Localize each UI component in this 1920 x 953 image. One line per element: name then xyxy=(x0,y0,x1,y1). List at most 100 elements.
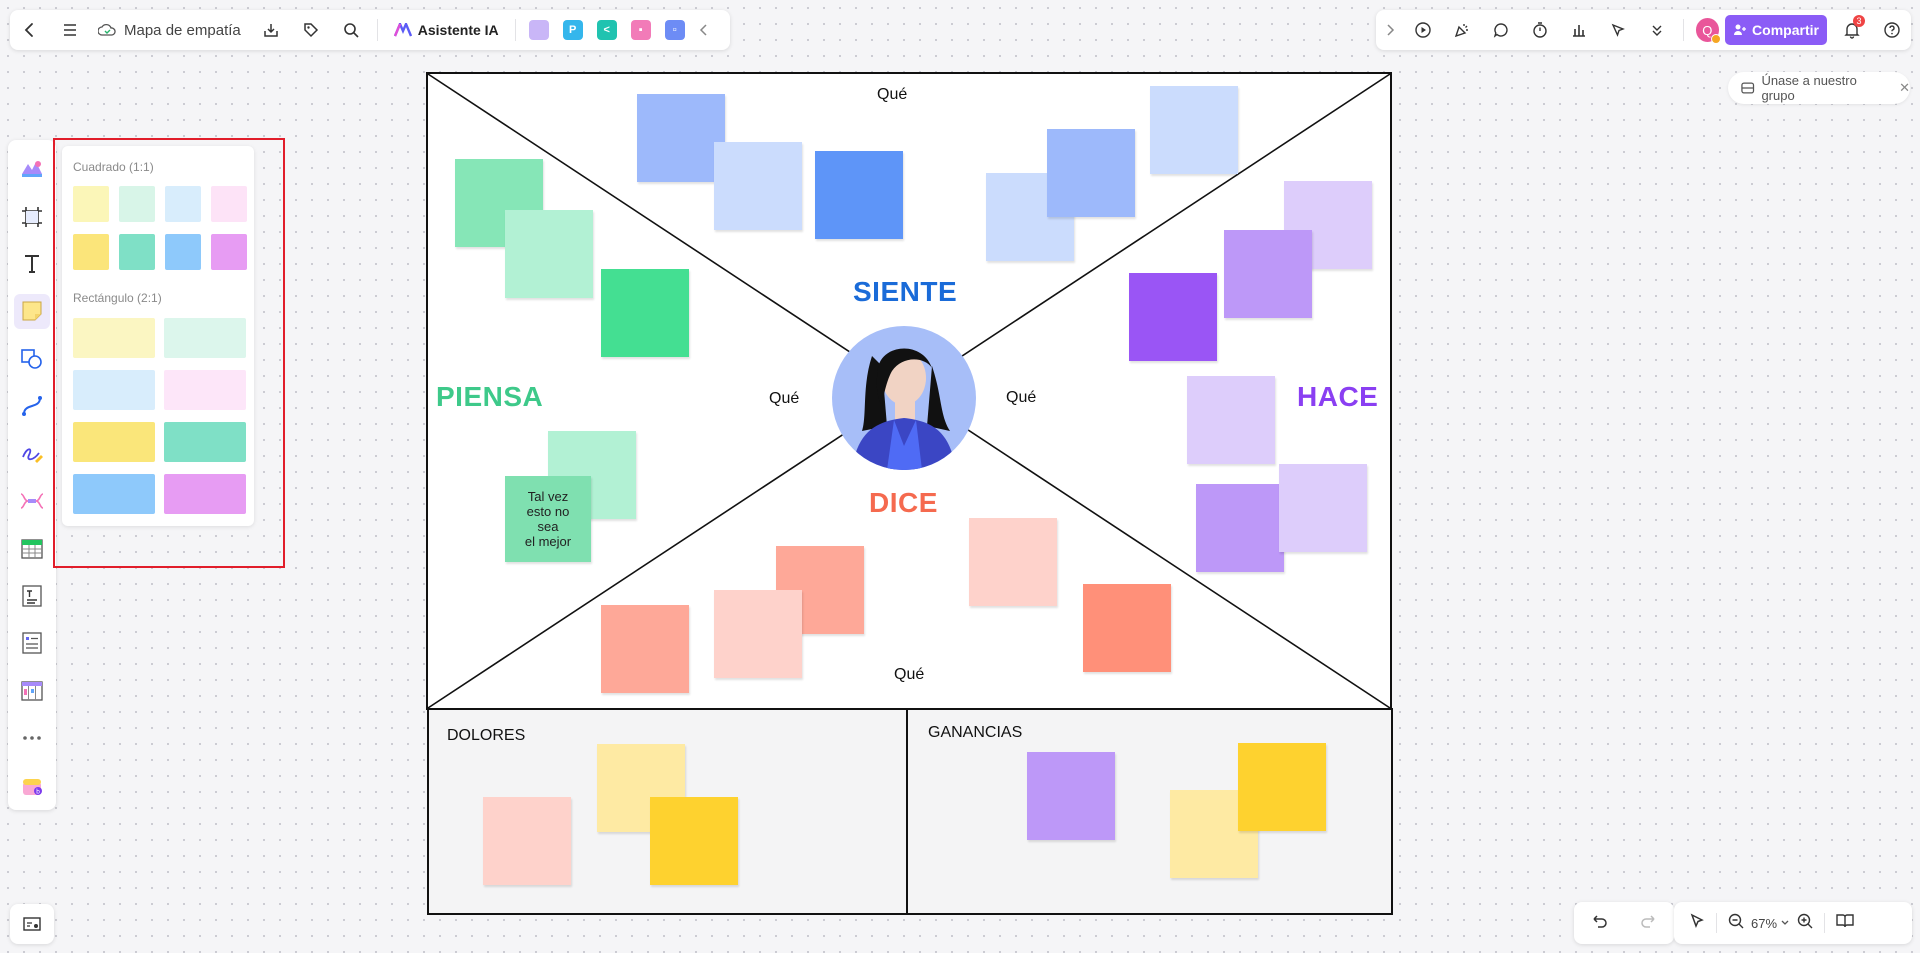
square-swatch[interactable] xyxy=(73,234,109,270)
sticky-note[interactable] xyxy=(1047,129,1135,217)
rectangle-swatch[interactable] xyxy=(73,370,155,410)
templates-icon[interactable] xyxy=(14,152,50,186)
rectangle-swatch[interactable] xyxy=(73,422,155,462)
join-group-chip[interactable]: Únase a nuestro grupo ✕ xyxy=(1728,72,1910,104)
square-swatch[interactable] xyxy=(165,186,201,222)
sticky-note-with-text[interactable]: Tal vez esto no sea el mejor xyxy=(505,476,591,562)
zoom-level-select[interactable]: 67% xyxy=(1751,916,1790,931)
rectangle-swatch[interactable] xyxy=(164,474,246,514)
sticky-note-icon[interactable] xyxy=(14,294,50,329)
apps-icon[interactable]: b xyxy=(14,768,50,802)
sticky-note[interactable] xyxy=(1196,484,1284,572)
vote-icon[interactable] xyxy=(1560,10,1599,50)
undo-icon[interactable] xyxy=(1590,912,1608,935)
comment-icon[interactable] xyxy=(1481,10,1520,50)
rectangle-swatch[interactable] xyxy=(73,318,155,358)
square-swatch[interactable] xyxy=(211,186,247,222)
table-icon[interactable] xyxy=(14,531,50,565)
sticky-note[interactable] xyxy=(1187,376,1275,464)
sticky-note[interactable] xyxy=(1083,584,1171,672)
rectangle-swatch[interactable] xyxy=(73,474,155,514)
ai-assistant-button[interactable]: Asistente IA xyxy=(384,10,509,50)
sticky-note[interactable] xyxy=(714,142,802,230)
toolbar-divider xyxy=(1682,19,1684,41)
sticky-note[interactable] xyxy=(1224,230,1312,318)
collapse-apps-icon[interactable] xyxy=(692,10,716,50)
kanban-icon[interactable] xyxy=(14,674,50,708)
status-dot xyxy=(1711,34,1722,44)
presentation-app-icon[interactable]: P xyxy=(562,20,583,40)
sticky-note[interactable] xyxy=(601,269,689,357)
square-swatch[interactable] xyxy=(119,186,155,222)
follow-cursor-icon[interactable] xyxy=(1599,10,1638,50)
sticky-note[interactable] xyxy=(505,210,593,298)
rectangle-swatch[interactable] xyxy=(164,318,246,358)
persona-illustration xyxy=(852,348,956,470)
search-icon[interactable] xyxy=(331,10,371,50)
sticky-note[interactable] xyxy=(650,797,738,885)
notifications-icon[interactable]: 3 xyxy=(1833,10,1872,50)
help-icon[interactable] xyxy=(1872,10,1911,50)
rectangle-swatch[interactable] xyxy=(164,422,246,462)
toolbar-divider xyxy=(376,19,378,41)
diagram-app-icon[interactable]: ▪ xyxy=(630,20,651,40)
avatar-initial: Q xyxy=(1702,22,1713,38)
back-icon[interactable] xyxy=(10,10,50,50)
timer-icon[interactable] xyxy=(1520,10,1559,50)
sticky-note[interactable] xyxy=(815,151,903,239)
list-icon[interactable] xyxy=(14,626,50,660)
text-icon[interactable] xyxy=(14,247,50,281)
shapes-icon[interactable] xyxy=(14,342,50,376)
download-icon[interactable] xyxy=(251,10,291,50)
book-guide-icon[interactable] xyxy=(1835,912,1855,935)
square-swatch[interactable] xyxy=(165,234,201,270)
bottom-que-label: Qué xyxy=(894,666,925,683)
zoom-out-icon[interactable] xyxy=(1727,912,1745,935)
sticky-note[interactable] xyxy=(1150,86,1238,174)
sticky-note[interactable] xyxy=(1027,752,1115,840)
menu-icon[interactable] xyxy=(50,10,90,50)
celebrate-icon[interactable] xyxy=(1442,10,1481,50)
more-tools-icon[interactable] xyxy=(14,721,50,755)
mindmap-app-icon[interactable]: < xyxy=(596,20,617,40)
persona-avatar[interactable] xyxy=(832,326,976,470)
mindmap-icon[interactable] xyxy=(14,484,50,518)
dice-label: DICE xyxy=(869,487,938,518)
pen-icon[interactable] xyxy=(14,437,50,471)
select-cursor-icon[interactable] xyxy=(1688,912,1706,935)
right-que-label: Qué xyxy=(1006,389,1037,406)
share-label: Compartir xyxy=(1752,22,1819,38)
text-document-icon[interactable] xyxy=(14,579,50,613)
sticky-note[interactable] xyxy=(601,605,689,693)
chat-app-icon[interactable]: ▫ xyxy=(664,20,685,40)
rectangle-swatch[interactable] xyxy=(164,370,246,410)
zoom-in-icon[interactable] xyxy=(1796,912,1814,935)
document-title[interactable]: Mapa de empatía xyxy=(98,22,241,39)
square-swatch[interactable] xyxy=(119,234,155,270)
square-swatch[interactable] xyxy=(211,234,247,270)
cloud-sync-icon xyxy=(98,23,116,36)
square-swatch[interactable] xyxy=(73,186,109,222)
sticky-note[interactable] xyxy=(637,94,725,182)
sticky-note[interactable] xyxy=(1238,743,1326,831)
user-avatar[interactable]: Q xyxy=(1695,18,1722,44)
expand-icon[interactable] xyxy=(1376,10,1403,50)
add-user-icon xyxy=(1734,24,1747,35)
more-chevron-icon[interactable] xyxy=(1638,10,1677,50)
sticky-note[interactable] xyxy=(969,518,1057,606)
document-title-text: Mapa de empatía xyxy=(124,21,241,39)
sticky-note[interactable] xyxy=(1129,273,1217,361)
connector-icon[interactable] xyxy=(14,389,50,423)
image-app-icon[interactable] xyxy=(528,20,549,40)
tag-icon[interactable] xyxy=(291,10,331,50)
sticky-note[interactable] xyxy=(483,797,571,885)
frame-icon[interactable] xyxy=(14,199,50,233)
play-presentation-icon[interactable] xyxy=(1403,10,1442,50)
sticky-note[interactable] xyxy=(1279,464,1367,552)
chevron-down-icon xyxy=(1781,920,1789,925)
minimap-button[interactable] xyxy=(10,904,54,944)
sticky-note[interactable] xyxy=(714,590,802,678)
share-button[interactable]: Compartir xyxy=(1725,15,1827,45)
redo-icon[interactable] xyxy=(1640,912,1658,935)
close-chip-icon[interactable]: ✕ xyxy=(1899,80,1910,95)
